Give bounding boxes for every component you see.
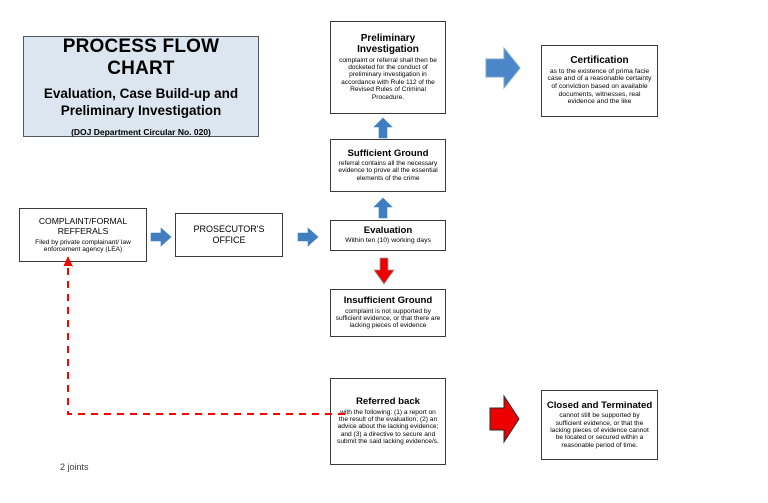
node-body: with the following: (1) a report on the …: [337, 408, 439, 446]
dashed-feedback-line: [60, 255, 350, 425]
node-evaluation: Evaluation Within ten (10) working days: [330, 220, 446, 251]
node-body: complaint or referral shall then be dock…: [339, 56, 437, 101]
node-preliminary-investigation: Preliminary Investigation complaint or r…: [330, 21, 446, 114]
arrow-right-blue-icon: [297, 227, 319, 247]
arrow-right-red-icon: [484, 392, 522, 446]
node-title: Evaluation: [363, 225, 413, 237]
page-title: PROCESS FLOW CHART: [62, 36, 220, 80]
arrow-right-blue-icon: [150, 227, 172, 247]
node-title: PROSECUTOR'S OFFICE: [193, 223, 265, 245]
node-title: Sufficient Ground: [347, 147, 429, 159]
page-subtitle: Evaluation, Case Build-up and Preliminar…: [43, 86, 239, 118]
footnote-label: 2 joints: [60, 462, 89, 472]
arrow-down-red-icon: [372, 257, 396, 285]
node-title: Insufficient Ground: [343, 295, 433, 307]
node-prosecutors-office: PROSECUTOR'S OFFICE: [175, 213, 283, 257]
node-complaint-formal-referrals: COMPLAINT/FORMAL REFFERALS Filed by priv…: [19, 208, 147, 262]
node-insufficient-ground: Insufficient Ground complaint is not sup…: [330, 289, 446, 337]
node-body: Filed by private complainant/ law enforc…: [35, 238, 131, 253]
node-referred-back: Referred back with the following: (1) a …: [330, 378, 446, 465]
arrow-up-blue-icon: [373, 197, 393, 219]
node-title: Certification: [570, 55, 629, 67]
node-body: cannot still be supported by sufficient …: [550, 412, 649, 449]
node-title: Referred back: [356, 396, 420, 408]
node-body: complaint is not supported by sufficient…: [335, 307, 441, 330]
node-body: Within ten (10) working days: [345, 237, 431, 245]
node-title: Preliminary Investigation: [357, 33, 419, 55]
node-certification: Certification as to the existence of pri…: [541, 45, 658, 117]
node-body: referral contains all the necessary evid…: [338, 160, 438, 182]
arrow-up-blue-icon: [373, 117, 393, 139]
arrow-right-blue-icon: [484, 45, 522, 91]
node-title: Closed and Terminated: [546, 399, 653, 411]
circular-reference: (DOJ Department Circular No. 020): [71, 126, 211, 137]
node-closed-and-terminated: Closed and Terminated cannot still be su…: [541, 390, 658, 460]
title-panel: PROCESS FLOW CHART Evaluation, Case Buil…: [23, 36, 259, 137]
node-title: COMPLAINT/FORMAL REFFERALS: [38, 215, 128, 236]
node-body: as to the existence of prima facie case …: [547, 67, 652, 106]
node-sufficient-ground: Sufficient Ground referral contains all …: [330, 139, 446, 192]
